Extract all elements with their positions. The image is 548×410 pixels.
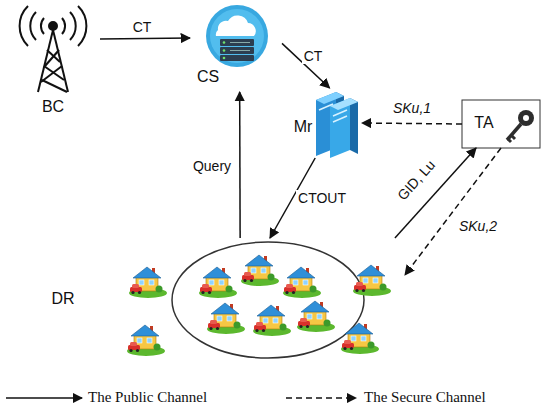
legend-text: The Public Channel bbox=[88, 389, 207, 406]
public-channel-arrow bbox=[100, 37, 190, 39]
edge-label: Query bbox=[191, 158, 233, 174]
cloud-server: CS bbox=[190, 2, 282, 92]
node-label: TA bbox=[474, 114, 493, 132]
edge-label: CT bbox=[131, 19, 154, 35]
secure-channel-arrow bbox=[362, 123, 462, 124]
tower-icon bbox=[20, 6, 87, 92]
public-channel-arrow bbox=[282, 43, 330, 88]
edge-label: SKu,1 bbox=[391, 100, 433, 116]
base-station: BC bbox=[10, 5, 100, 118]
server-icon bbox=[316, 92, 358, 158]
node-label: BC bbox=[42, 98, 64, 116]
trusted-authority: TA bbox=[462, 100, 540, 148]
node-label: DR bbox=[51, 290, 74, 308]
legend-text: The Secure Channel bbox=[364, 389, 486, 406]
edge-label: CT bbox=[302, 48, 325, 64]
edge-label: CTOUT bbox=[296, 190, 348, 206]
house-cluster bbox=[127, 242, 391, 358]
edge-label: SKu,2 bbox=[457, 218, 499, 234]
node-label: Mr bbox=[294, 118, 313, 136]
key-icon bbox=[462, 100, 540, 148]
mediator-server: Mr bbox=[290, 88, 362, 158]
data-receivers: DR bbox=[45, 238, 405, 370]
node-label: CS bbox=[197, 68, 219, 86]
cloud-server-icon bbox=[206, 5, 268, 67]
public-channel-arrow bbox=[239, 92, 241, 238]
